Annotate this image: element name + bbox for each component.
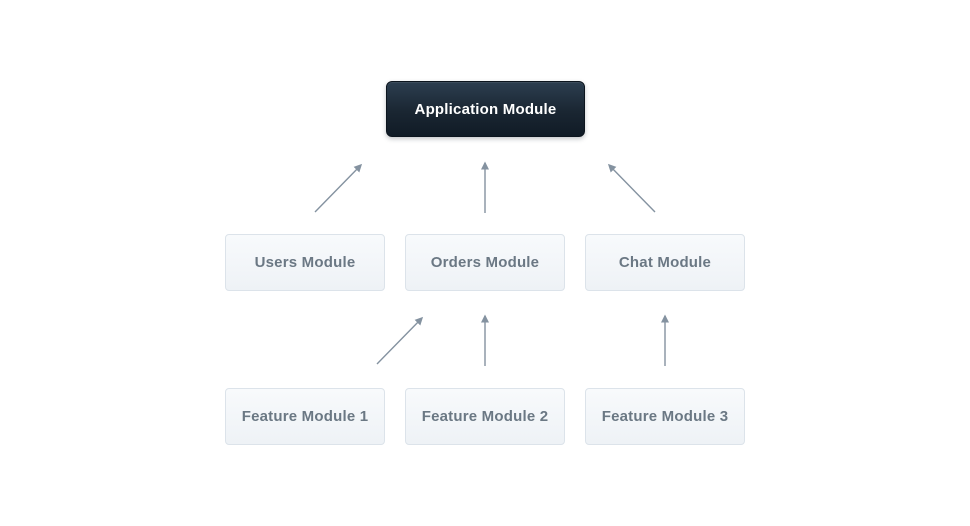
node-feature-module-1-label: Feature Module 1 [241, 408, 369, 425]
node-users-module: Users Module [225, 234, 385, 291]
node-feature-module-2-label: Feature Module 2 [421, 408, 549, 425]
arrow-chat-to-application [607, 163, 656, 213]
node-feature-module-3-label: Feature Module 3 [601, 408, 729, 425]
node-orders-module: Orders Module [405, 234, 565, 291]
arrow-feature1-to-orders [376, 316, 424, 365]
node-feature-module-3: Feature Module 3 [585, 388, 745, 445]
node-orders-module-label: Orders Module [430, 254, 540, 271]
node-application-module: Application Module [386, 81, 585, 137]
node-feature-module-1: Feature Module 1 [225, 388, 385, 445]
node-users-module-label: Users Module [254, 254, 356, 271]
node-chat-module-label: Chat Module [618, 254, 712, 271]
node-feature-module-2: Feature Module 2 [405, 388, 565, 445]
node-chat-module: Chat Module [585, 234, 745, 291]
node-application-module-label: Application Module [414, 100, 557, 118]
arrow-users-to-application [314, 163, 363, 213]
